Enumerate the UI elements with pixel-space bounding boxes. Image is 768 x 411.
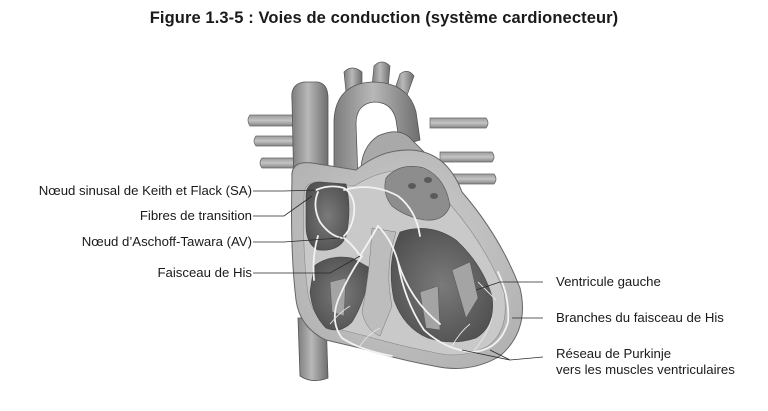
leader-av-node <box>253 237 341 243</box>
label-av-node: Nœud d’Aschoff-Tawara (AV) <box>81 234 252 249</box>
label-purkinje-line1: Réseau de Purkinje <box>556 346 672 361</box>
label-transition-fibers: Fibres de transition <box>139 208 252 223</box>
conduction-pathway <box>312 185 510 357</box>
leader-sa-node <box>253 189 317 192</box>
label-purkinje-line2: vers les muscles ventriculaires <box>556 362 735 377</box>
leader-lines <box>253 189 544 361</box>
pulmonary-veins-left <box>247 114 301 169</box>
leader-his-bundle <box>253 255 361 274</box>
left-atrium-cavity <box>384 166 451 221</box>
label-bundle-branches: Branches du faisceau de His <box>556 310 724 325</box>
leader-purkinje-b <box>461 349 511 361</box>
aortic-branch-2 <box>371 61 391 89</box>
papillary-muscles <box>329 261 479 331</box>
purkinje-fibers <box>329 281 497 351</box>
pulmonary-vein-openings <box>408 177 438 199</box>
label-left-ventricle: Ventricule gauche <box>556 274 661 289</box>
pulmonary-veins-right <box>429 117 497 185</box>
label-sa-node: Nœud sinusal de Keith et Flack (SA) <box>38 183 252 198</box>
septum <box>361 227 397 337</box>
label-his-bundle: Faisceau de His <box>157 265 252 280</box>
leader-transition-fibers <box>253 195 313 217</box>
leader-left-ventricle <box>475 281 543 291</box>
figure-title: Figure 1.3-5 : Voies de conduction (syst… <box>149 9 619 27</box>
